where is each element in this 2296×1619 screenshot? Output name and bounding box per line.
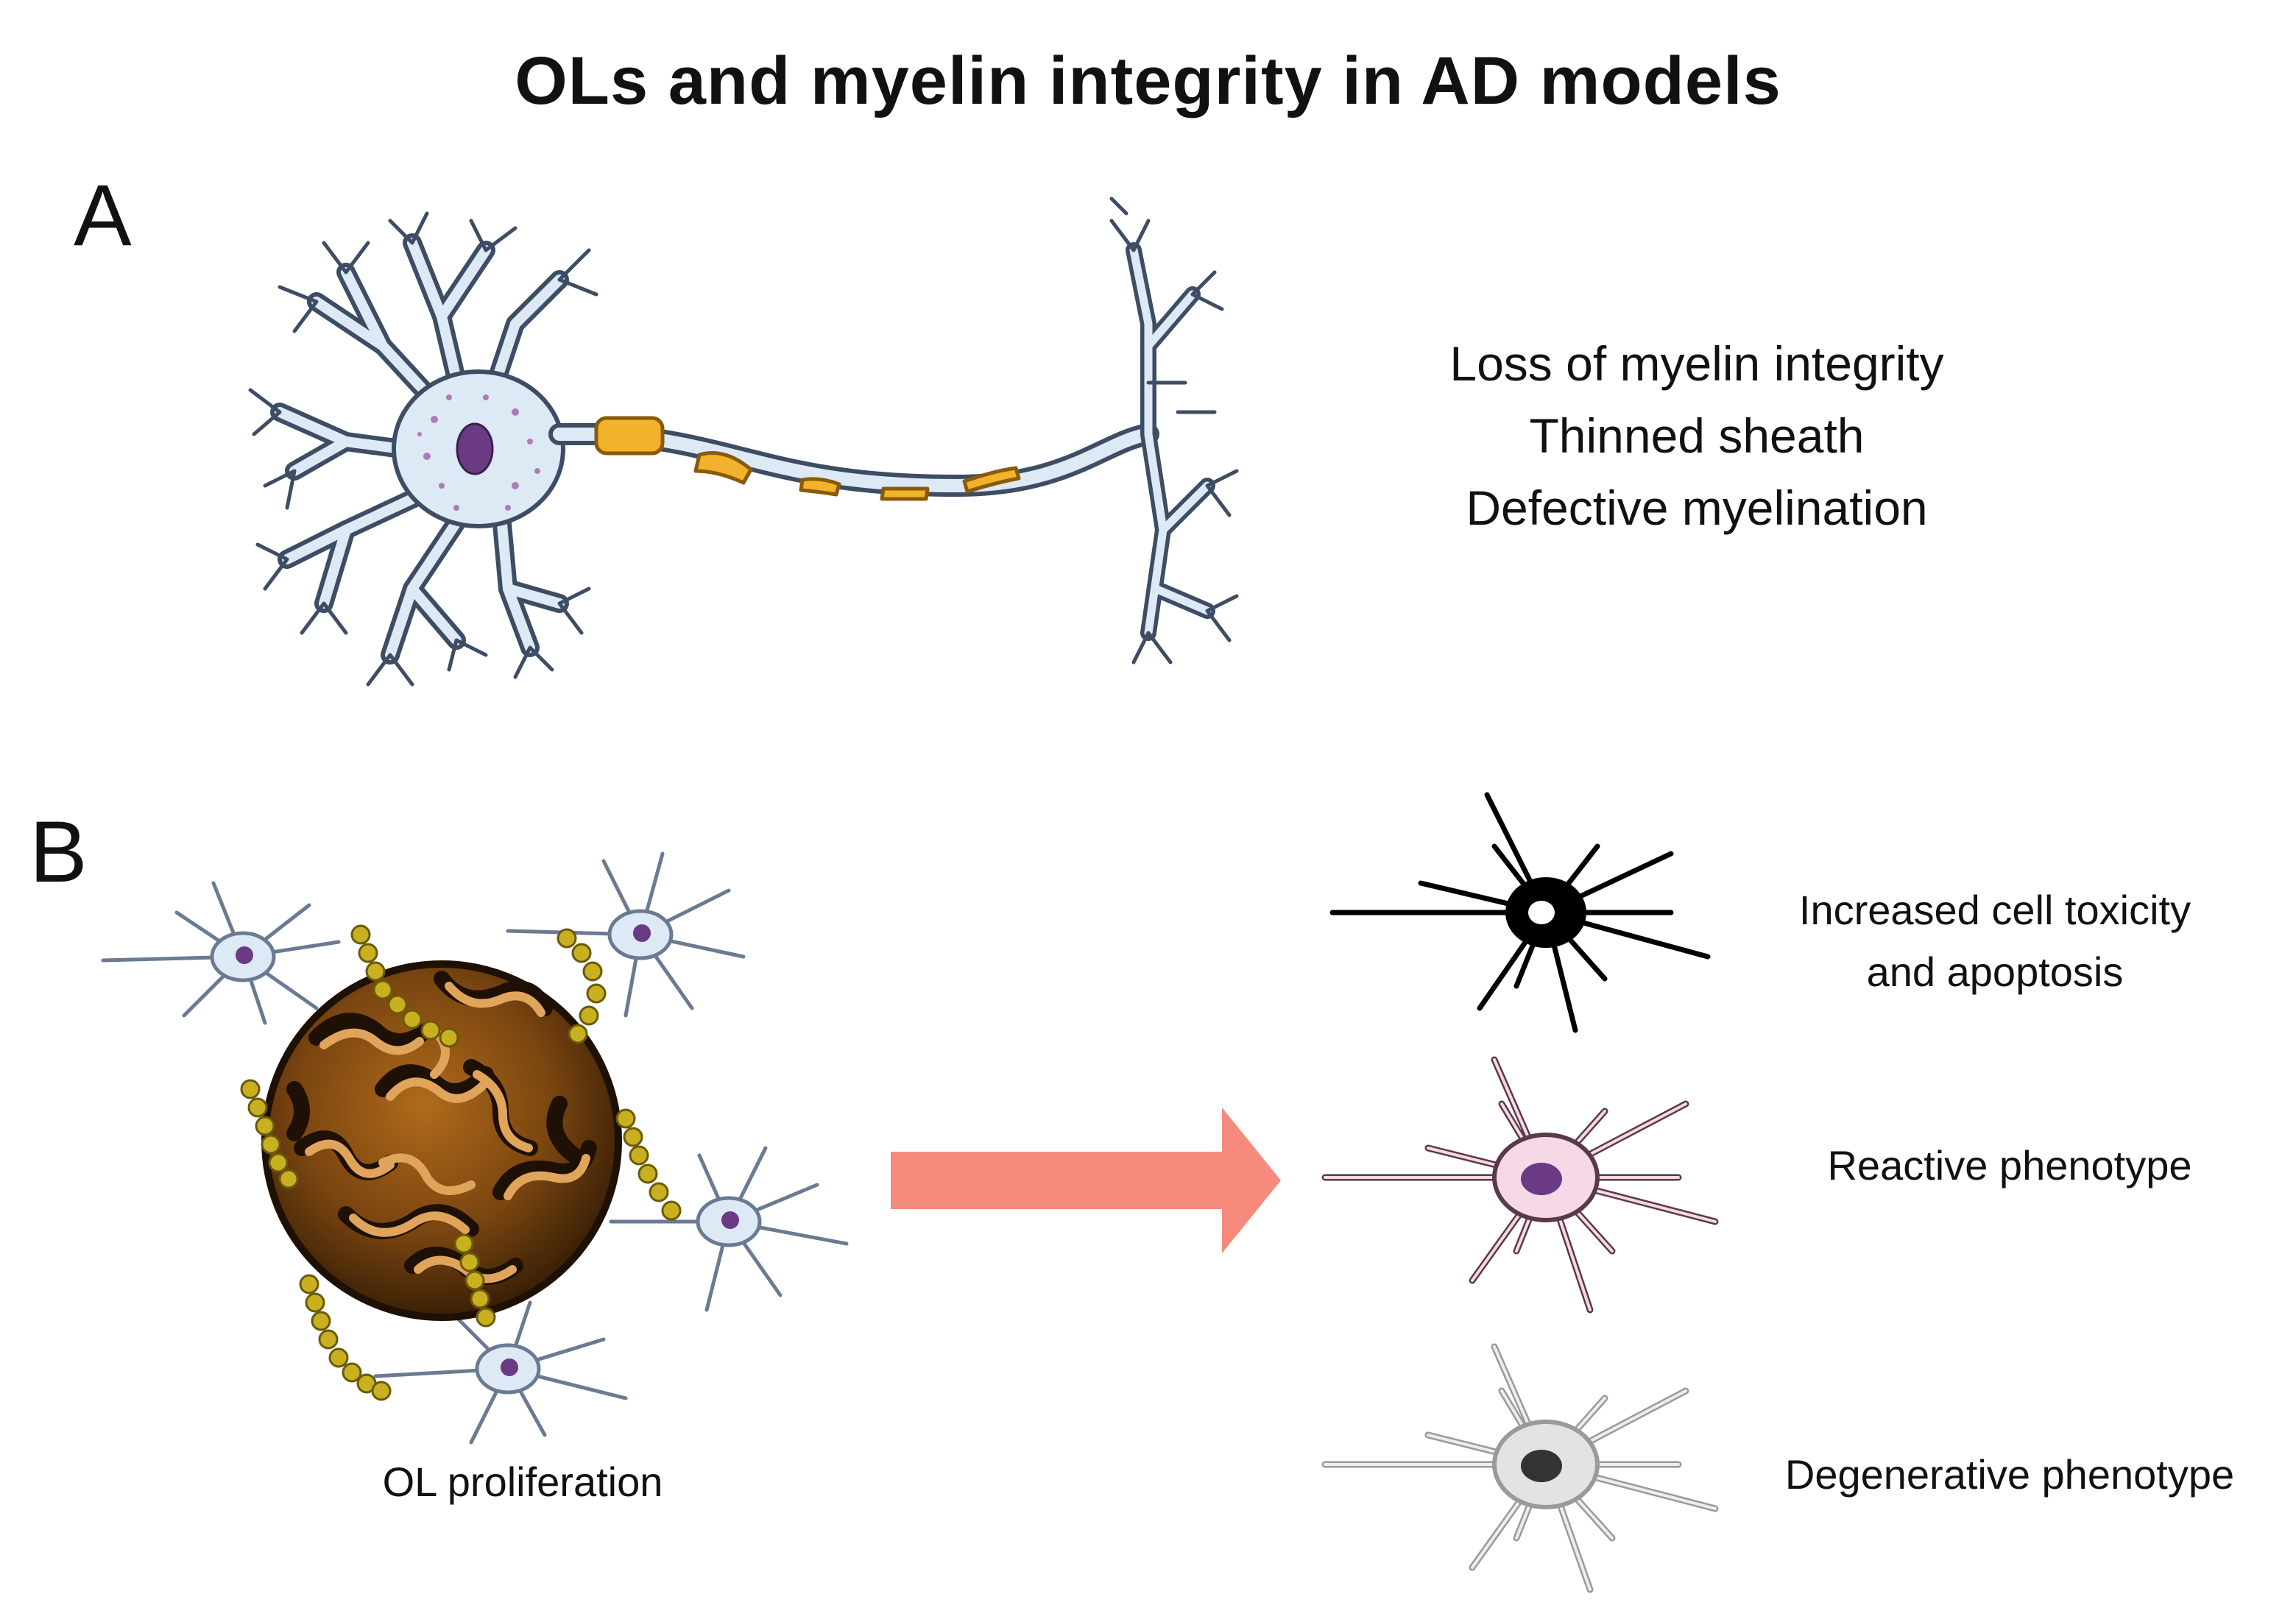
figure-title: OLs and myelin integrity in AD models — [515, 43, 1781, 118]
reactive-cell — [1321, 1056, 1719, 1314]
outcome-toxicity-label: Increased cell toxicity and apoptosis — [1737, 879, 2253, 1003]
amyloid-plaque — [261, 960, 622, 1321]
oligodendrocyte — [609, 1146, 849, 1312]
reactive-cell-nucleus — [1521, 1163, 1562, 1195]
panel-b-label: B — [29, 804, 88, 901]
panel-a-label: A — [74, 167, 132, 264]
oligodendrocyte — [373, 1300, 628, 1445]
oligodendrocyte — [101, 881, 341, 1025]
myelin-segments — [594, 416, 1021, 501]
outcome-toxicity-line-1: Increased cell toxicity — [1798, 887, 2191, 933]
degenerative-cell-nucleus — [1521, 1450, 1562, 1482]
toxic-cell — [1329, 792, 1711, 1033]
neuron — [248, 196, 1239, 687]
finding-defective-myelination: Defective myelination — [1466, 481, 1928, 535]
neuron-nucleus — [456, 422, 494, 475]
neuron-dendrites — [248, 211, 598, 687]
finding-myelin-integrity: Loss of myelin integrity — [1449, 336, 1944, 391]
neuron-granules — [417, 394, 540, 511]
outcome-degenerative-label: Degenerative phenotype — [1784, 1451, 2235, 1498]
oligodendrocyte — [506, 851, 746, 1018]
panel-a-findings: Loss of myelin integrity Thinned sheath … — [1347, 327, 2046, 544]
transition-arrow — [891, 1108, 1281, 1253]
ol-proliferation-caption: OL proliferation — [382, 1459, 663, 1505]
toxic-cell-nucleus — [1528, 901, 1555, 924]
axon-terminal — [1109, 196, 1239, 665]
degenerative-cell — [1321, 1343, 1719, 1593]
ol-cluster — [101, 851, 849, 1445]
finding-thinned-sheath: Thinned sheath — [1529, 408, 1865, 463]
amyloid-fibrils — [240, 924, 682, 1401]
outcome-reactive-label: Reactive phenotype — [1827, 1142, 2192, 1188]
outcome-toxicity-line-2: and apoptosis — [1866, 949, 2124, 995]
